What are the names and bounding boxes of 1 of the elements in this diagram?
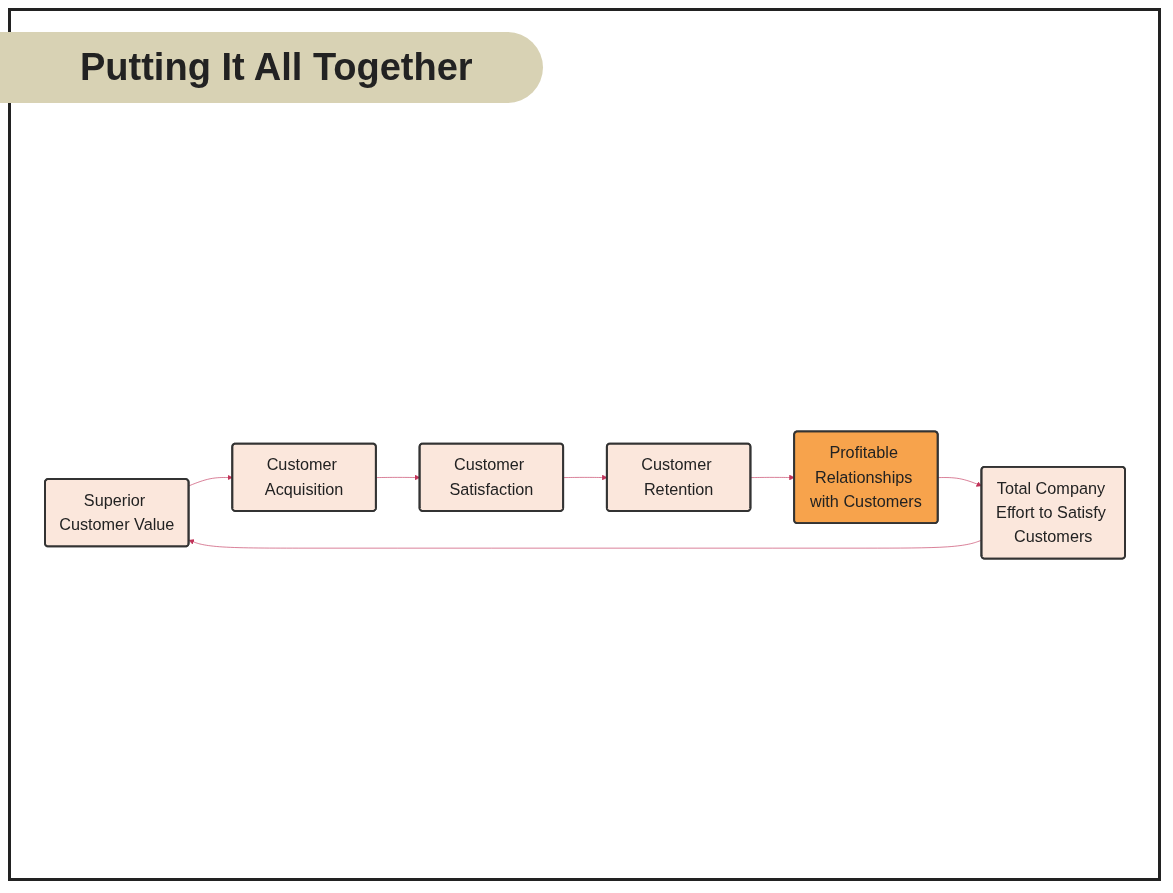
title-banner: Putting It All Together (0, 32, 543, 103)
